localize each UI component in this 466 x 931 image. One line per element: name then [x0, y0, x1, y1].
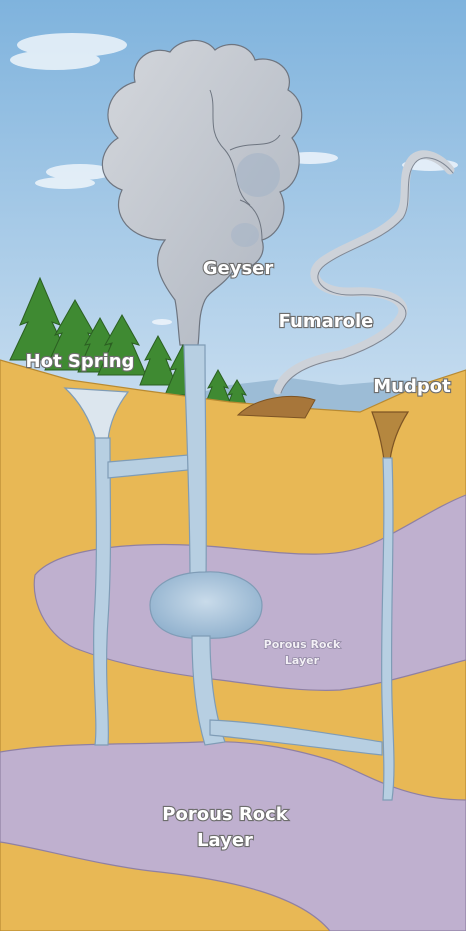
label-fumarole: Fumarole [279, 311, 374, 332]
cloud [10, 50, 100, 70]
label-porous-rock-large-2: Layer [197, 830, 253, 851]
label-porous-rock-large-1: Porous Rock [162, 804, 288, 825]
label-geyser: Geyser [203, 258, 274, 279]
hot-spring-channel [94, 438, 111, 745]
geyser-chamber [150, 572, 262, 638]
label-porous-rock-small-2: Layer [285, 654, 320, 667]
label-mudpot: Mudpot [373, 376, 451, 397]
cloud [152, 319, 172, 325]
label-porous-rock-small-1: Porous Rock [264, 638, 341, 651]
label-hot-spring: Hot Spring [26, 351, 135, 372]
mudpot-channel [382, 458, 394, 800]
cloud [35, 177, 95, 189]
